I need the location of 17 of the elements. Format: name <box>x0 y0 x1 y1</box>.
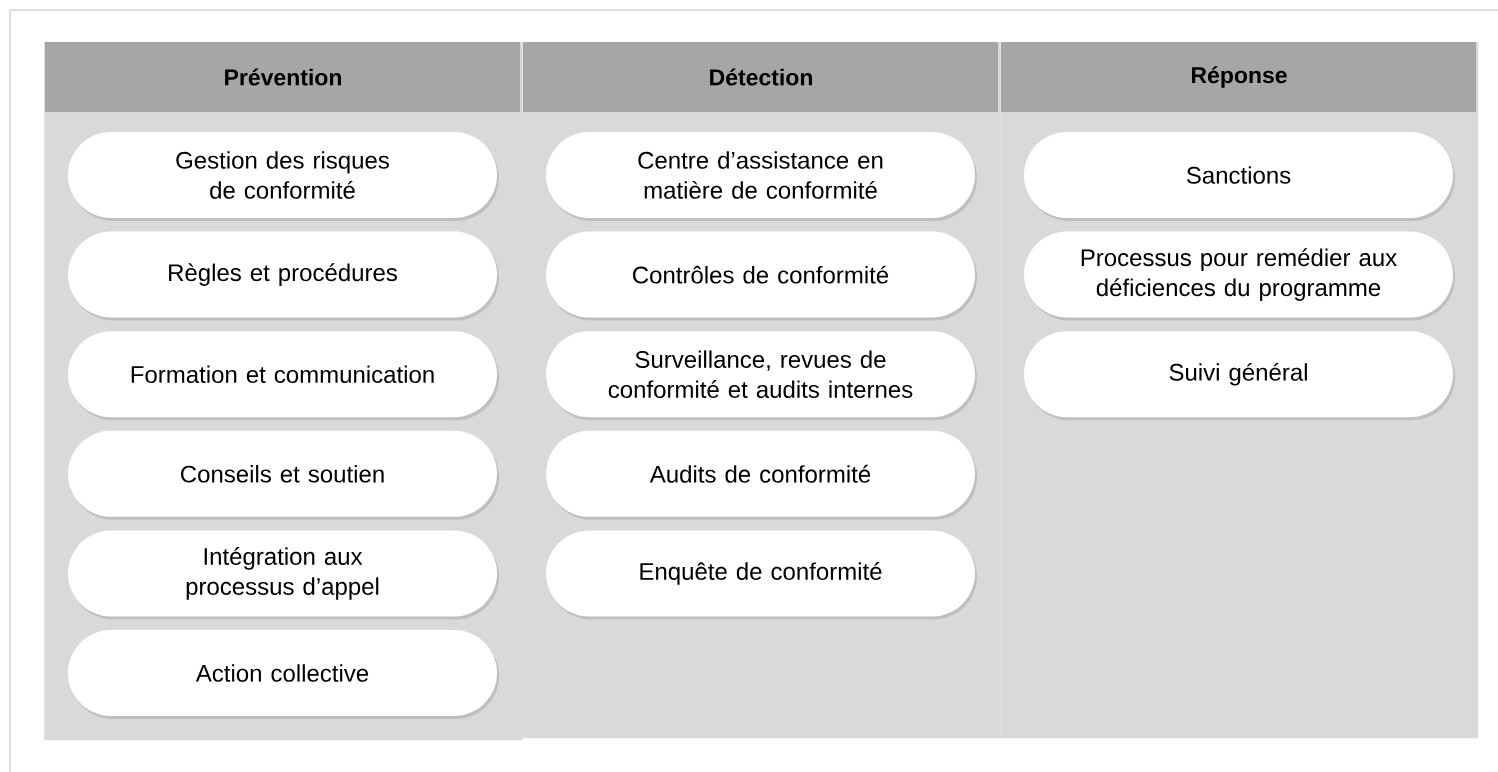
rounded-box: Contrôles de conformité <box>546 231 977 321</box>
node-label: Réponse <box>1191 66 1287 88</box>
rounded-box: Audits de conformité <box>546 430 977 520</box>
rounded-box: Enquête de conformité <box>546 530 977 620</box>
node-label: Prévention <box>225 68 342 86</box>
rounded-box: Centre d’assistance en matière de conformité <box>546 132 977 221</box>
rounded-box: Règles et procédures <box>68 231 499 321</box>
rounded-box: Action collective <box>68 630 499 719</box>
node-label: Détection <box>710 68 812 86</box>
rounded-box: Intégration aux processus d’appel <box>68 530 499 620</box>
rounded-box: Gestion des risques de conformité <box>68 132 499 221</box>
rounded-box: Processus pour remédier aux déficiences du programme <box>1024 231 1455 321</box>
rounded-box: Suivi général <box>1024 331 1455 421</box>
rounded-box: Formation et communication <box>68 331 499 421</box>
rounded-box: Surveillance, revues de conformité et audits internes <box>546 331 977 421</box>
rounded-box: Conseils et soutien <box>68 430 499 520</box>
rounded-box: Sanctions <box>1024 132 1455 221</box>
